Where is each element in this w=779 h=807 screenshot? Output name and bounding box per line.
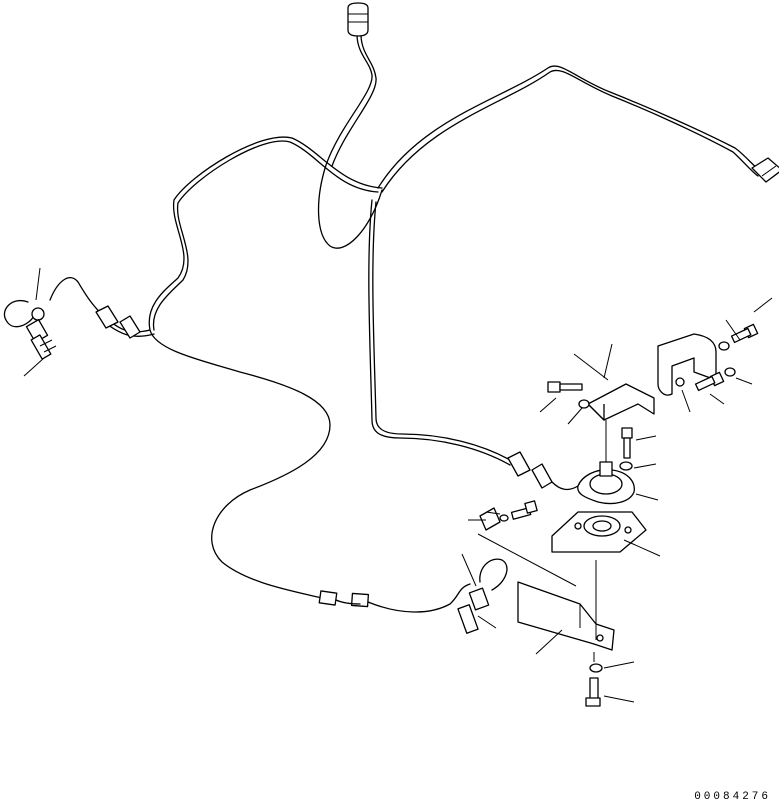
right-bolt-1 [719, 298, 772, 350]
upper-bolt [622, 428, 656, 458]
top-cap-connector [348, 3, 368, 36]
wire-harness [50, 3, 779, 612]
left-sensor [4, 268, 56, 376]
bottom-bolt [586, 652, 634, 706]
left-inline-connector [96, 306, 140, 338]
washer [620, 462, 632, 470]
left-callout-2 [24, 358, 44, 376]
left-bolt [540, 382, 589, 424]
mounting-plate [552, 512, 660, 556]
lower-inline-connector [319, 591, 368, 607]
bracket-callout [604, 344, 612, 378]
switch-assembly [578, 420, 658, 504]
right-connector [752, 158, 779, 182]
lower-bracket [478, 534, 614, 654]
upper-bracket [540, 344, 654, 424]
cover-bracket [658, 298, 772, 412]
bottom-sensor-callout-1 [462, 554, 476, 586]
left-callout-1 [36, 268, 40, 300]
drawing-code: 00084276 [694, 791, 771, 803]
bottom-sensor-callout-2 [478, 616, 496, 628]
right-bolt-2 [696, 368, 752, 404]
switch-inline-connector [508, 452, 552, 488]
bottom-sensor [458, 554, 507, 633]
clip-and-bolt [468, 501, 537, 530]
